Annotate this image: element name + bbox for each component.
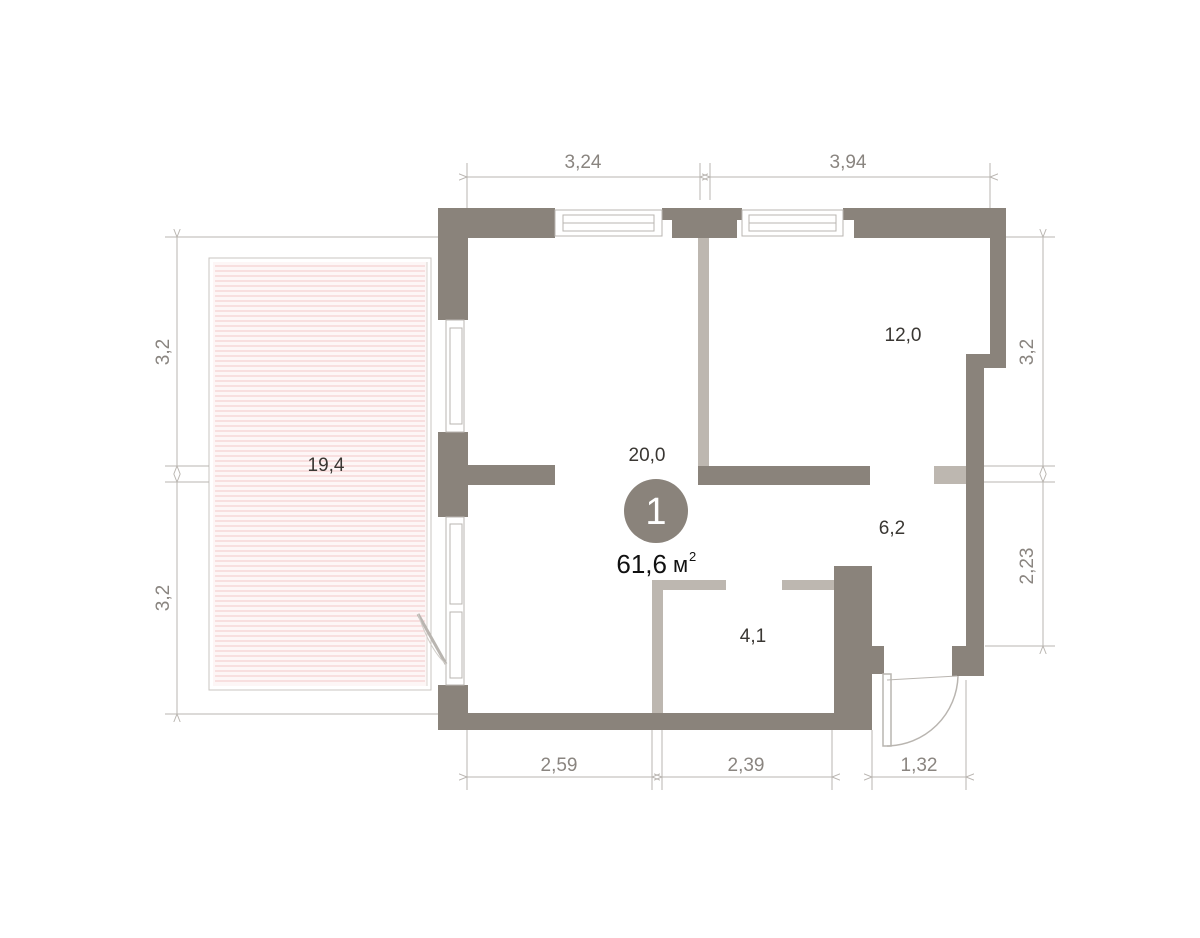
room-area-bathroom: 4,1	[740, 626, 766, 647]
room-area-bedroom: 12,0	[885, 325, 922, 346]
entrance-door	[882, 673, 959, 747]
partitions	[652, 238, 966, 715]
dimension-labels: 3,24 3,94 2,59 2,39 1,32 3,2 3,2 3,2 2,2…	[153, 152, 1038, 776]
apartment-number: 1	[645, 491, 666, 533]
apartment-badge: 1	[624, 479, 688, 543]
total-area-value: 61,6	[616, 549, 667, 579]
terrace-hatch	[215, 265, 425, 682]
total-area-unit: м	[673, 552, 688, 577]
total-area: 61,6 м 2	[616, 549, 696, 579]
room-area-terrace: 19,4	[308, 455, 345, 476]
terrace	[208, 257, 432, 691]
dim-top-right: 3,94	[830, 152, 867, 173]
room-area-hall: 6,2	[879, 518, 905, 539]
dim-top-left: 3,24	[565, 152, 602, 173]
dim-bottom-left: 2,59	[541, 755, 578, 776]
dim-bottom-mid: 2,39	[728, 755, 765, 776]
walls	[438, 208, 1006, 730]
room-area-living: 20,0	[629, 445, 666, 466]
windows	[416, 209, 844, 686]
dim-right-top: 3,2	[1017, 339, 1038, 365]
dim-left-top: 3,2	[153, 339, 174, 365]
dim-bottom-right: 1,32	[901, 755, 938, 776]
room-labels: 19,4 20,0 12,0 6,2 4,1	[308, 325, 922, 647]
dim-left-bottom: 3,2	[153, 585, 174, 611]
dimension-lines	[165, 163, 1055, 790]
dim-right-bottom: 2,23	[1017, 548, 1038, 585]
total-area-unit-sup: 2	[689, 549, 696, 564]
